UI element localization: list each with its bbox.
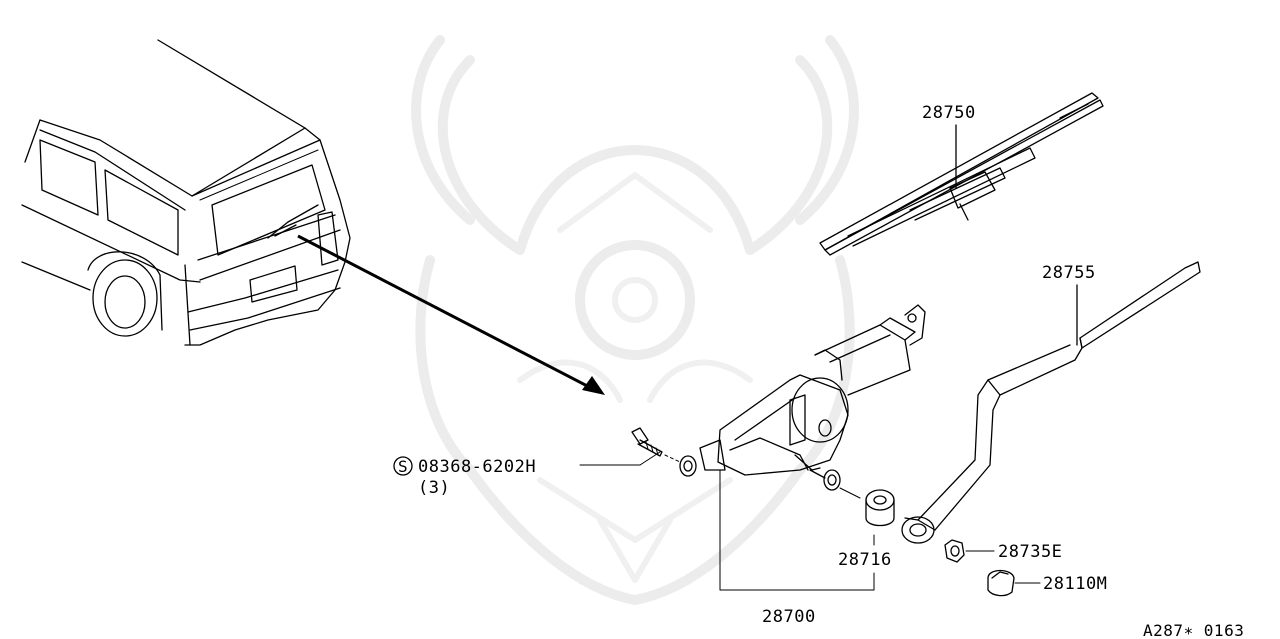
reference-code: A287∗ 0163: [1143, 621, 1244, 639]
callout-cap: 28110M: [1043, 574, 1107, 594]
bolt-symbol: S: [398, 457, 408, 476]
callout-motor-assy: 28700: [762, 607, 816, 627]
callout-nut: 28735E: [998, 542, 1062, 562]
callout-blade: 28750: [922, 103, 976, 123]
leader-lines: [579, 451, 1041, 591]
nut: [944, 539, 965, 563]
wiper-arm: [901, 261, 1201, 544]
vehicle-illustration: [21, 39, 605, 395]
callout-grommet: 28716: [838, 550, 892, 570]
grommet: [865, 489, 895, 527]
callout-arm: 28755: [1042, 263, 1096, 283]
wiper-motor-assembly: [679, 304, 926, 499]
cap: [987, 569, 1015, 597]
samurai-helmet-watermark: [411, 35, 859, 605]
bolt: [631, 427, 681, 463]
wiper-blade: [819, 92, 1104, 256]
callout-bolt: 08368-6202H: [418, 457, 536, 477]
callout-bolt-qty: (3): [418, 478, 450, 498]
bolt-symbol-circle: [393, 456, 413, 476]
callouts: 28750 28755 S 08368-6202H (3) 28716 2873…: [393, 103, 1244, 639]
